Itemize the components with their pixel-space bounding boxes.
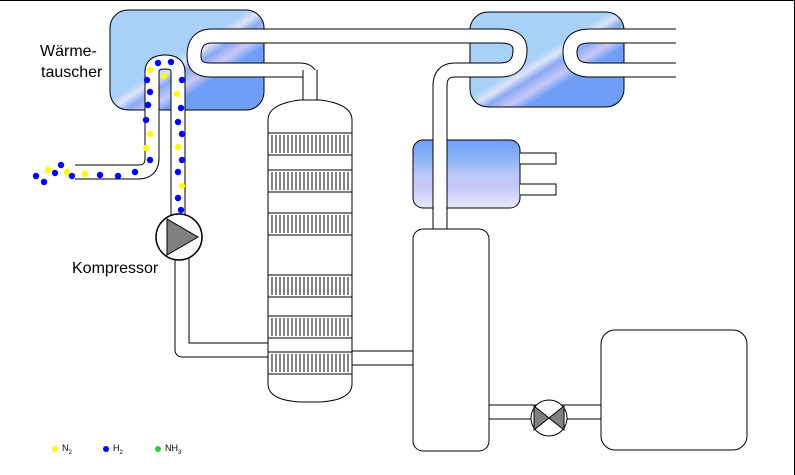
h2-molecule bbox=[40, 178, 48, 186]
compressor-label: Kompressor bbox=[72, 260, 159, 277]
valve-icon bbox=[530, 399, 568, 437]
h2-molecule bbox=[177, 206, 185, 214]
legend-dot-h2 bbox=[103, 446, 109, 452]
h2-molecule bbox=[68, 172, 76, 180]
h2-molecule bbox=[146, 88, 154, 96]
pipe-network bbox=[75, 28, 676, 420]
h2-molecule bbox=[154, 59, 162, 67]
h2-molecule bbox=[143, 76, 151, 84]
catalyst-bed bbox=[267, 132, 353, 156]
separator-vessel bbox=[412, 228, 490, 452]
h2-molecule bbox=[142, 116, 150, 124]
n2-molecule bbox=[146, 66, 154, 74]
legend-item-h2: H2 bbox=[103, 442, 123, 456]
h2-molecule bbox=[178, 156, 186, 164]
n2-molecule bbox=[173, 90, 181, 98]
reactor-column bbox=[267, 99, 353, 403]
h2-molecule bbox=[174, 194, 182, 202]
heat-exchanger-label-line2: tauscher bbox=[41, 64, 103, 81]
legend-item-nh3: NH3 bbox=[155, 442, 181, 456]
h2-molecule bbox=[96, 171, 104, 179]
h2-molecule bbox=[177, 104, 185, 112]
legend-dot-n2 bbox=[52, 446, 58, 452]
product-tank bbox=[600, 329, 748, 451]
h2-molecule bbox=[178, 130, 186, 138]
catalyst-bed bbox=[267, 212, 353, 236]
h2-molecule bbox=[167, 58, 175, 66]
n2-molecule bbox=[178, 182, 186, 190]
n2-molecule bbox=[146, 130, 154, 138]
legend-label-n2: N2 bbox=[62, 442, 72, 456]
h2-molecule bbox=[131, 168, 139, 176]
h2-molecule bbox=[178, 76, 186, 84]
h2-molecule bbox=[146, 156, 154, 164]
n2-molecule bbox=[160, 72, 168, 80]
molecule-particles bbox=[32, 58, 186, 214]
h2-molecule bbox=[144, 101, 152, 109]
legend-item-n2: N2 bbox=[52, 442, 72, 456]
catalyst-bed bbox=[267, 315, 353, 339]
n2-molecule bbox=[63, 168, 71, 176]
heat-exchanger-label-line1: Wärme- bbox=[40, 43, 97, 60]
heat-exchanger-right bbox=[469, 11, 625, 108]
h2-molecule bbox=[57, 161, 65, 169]
n2-molecule bbox=[174, 143, 182, 151]
h2-molecule bbox=[174, 118, 182, 126]
h2-molecule bbox=[174, 168, 182, 176]
h2-molecule bbox=[32, 172, 40, 180]
catalyst-bed bbox=[267, 274, 353, 298]
legend-dot-nh3 bbox=[155, 446, 161, 452]
n2-molecule bbox=[142, 144, 150, 152]
n2-molecule bbox=[44, 166, 52, 174]
legend-label-nh3: NH3 bbox=[165, 442, 182, 456]
legend-label-h2: H2 bbox=[113, 442, 123, 456]
compressor-pump-icon bbox=[155, 213, 203, 261]
catalyst-bed bbox=[267, 169, 353, 193]
catalyst-bed bbox=[267, 351, 353, 375]
h2-molecule bbox=[51, 169, 59, 177]
n2-molecule bbox=[81, 170, 89, 178]
h2-molecule bbox=[114, 172, 122, 180]
